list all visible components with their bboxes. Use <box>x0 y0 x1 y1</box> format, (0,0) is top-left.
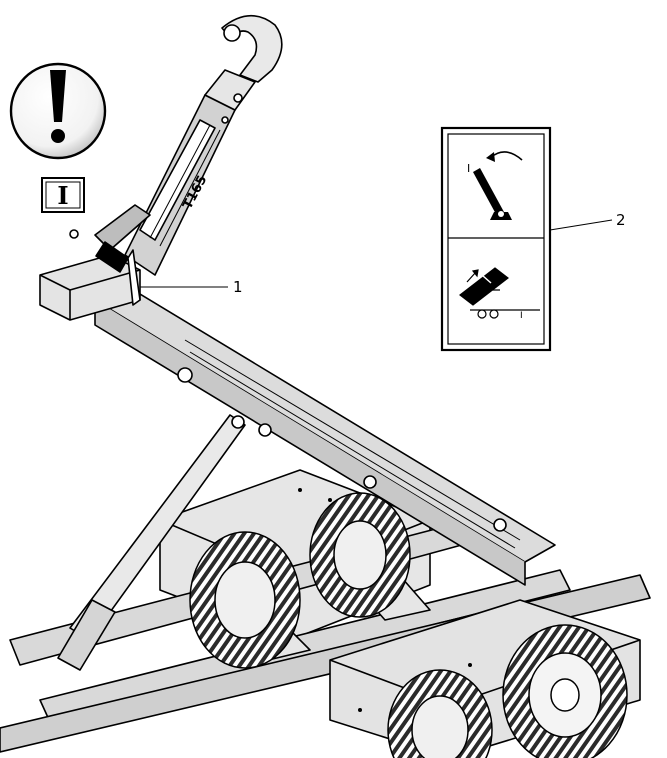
callout-1: 1 <box>140 278 243 296</box>
lever-pictogram: I <box>467 151 523 220</box>
warning-exclamation-icon <box>9 62 107 160</box>
front-wheels <box>387 624 628 758</box>
tilt-arrow-icon <box>471 269 479 278</box>
callout-2-label: 2 <box>616 211 626 229</box>
tipper-pictogram: I <box>459 267 540 321</box>
callout-2: 2 <box>549 211 626 231</box>
lever-position-mark: I <box>467 162 470 175</box>
hydraulic-cylinder <box>57 414 246 671</box>
callout-1-label: 1 <box>233 278 243 296</box>
rear-wheels <box>189 492 411 669</box>
tipper-position-mark: I <box>520 311 523 321</box>
callout-2-leader <box>549 219 613 231</box>
rotate-arrow-icon <box>486 152 495 162</box>
hydraulic-lever[interactable] <box>69 204 151 306</box>
hook-arm: T165 <box>39 14 556 586</box>
manual-reference-glyph: I <box>57 181 68 210</box>
control-decal: I I <box>440 126 552 352</box>
manual-reference-badge: I <box>41 177 85 213</box>
